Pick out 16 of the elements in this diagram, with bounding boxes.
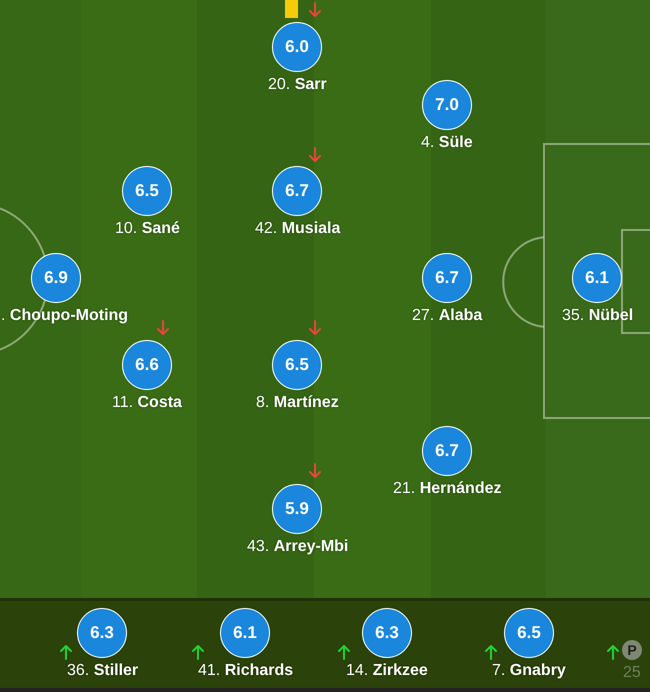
player-name: 21. Hernández [393, 480, 502, 498]
player-name: 4. Süle [421, 134, 473, 152]
player-name: 35. Nübel [562, 307, 634, 325]
player-name: 43. Arrey-Mbi [247, 538, 348, 556]
player-name: 11. Costa [112, 394, 182, 412]
player-name: 42. Musiala [255, 220, 340, 238]
player-name: . Choupo-Moting [1, 307, 128, 325]
player-name: 14. Zirkzee [346, 662, 428, 680]
player-name: 41. Richards [198, 662, 294, 680]
player-name: 36. Stiller [67, 662, 138, 680]
player-name: 7. Gnabry [492, 662, 566, 680]
player-name: 20. Sarr [268, 76, 327, 94]
player-name: 27. Alaba [412, 307, 482, 325]
player-name: 10. Sané [115, 220, 180, 238]
player-name: 8. Martínez [256, 394, 339, 412]
player-number: 25 [623, 664, 641, 682]
